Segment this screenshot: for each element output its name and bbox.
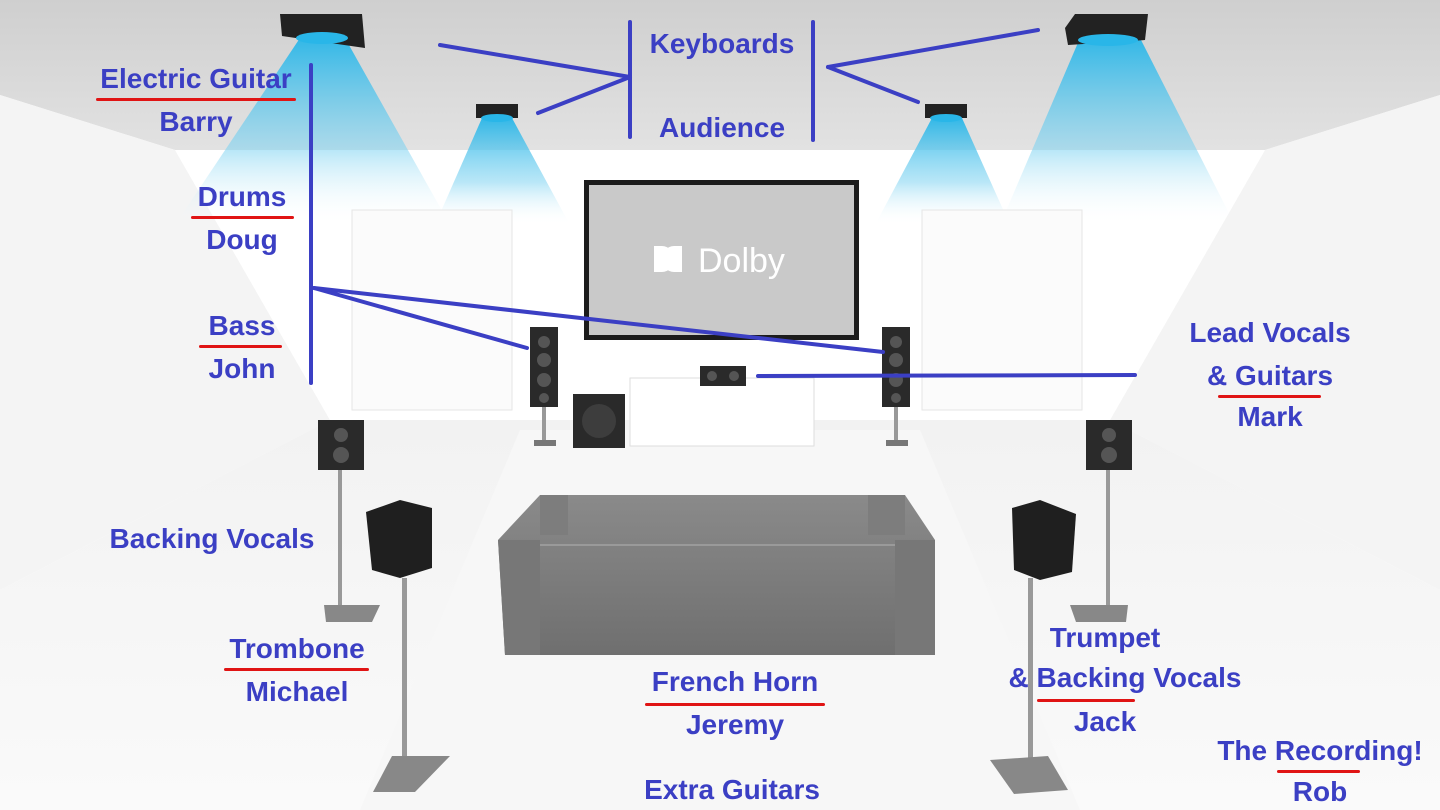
underline-bass <box>199 345 282 348</box>
label-drums: Drums <box>197 181 287 212</box>
underline-french-horn <box>645 703 825 706</box>
dolby-icon <box>654 246 682 272</box>
underline-drums <box>191 216 294 219</box>
ceiling-speaker-rear-right <box>875 104 1010 225</box>
label-doug: Doug <box>206 224 278 255</box>
label-jeremy: Jeremy <box>685 709 785 740</box>
center-speaker <box>700 366 746 386</box>
label-mark: Mark <box>1237 401 1303 432</box>
label-rob: Rob <box>1292 776 1348 807</box>
front-left-tower-speaker <box>530 327 558 446</box>
rear-right-speaker <box>990 500 1076 794</box>
label-michael: Michael <box>245 676 349 707</box>
connector-lines <box>309 20 1137 385</box>
label-trumpet: Trumpet <box>1049 622 1161 653</box>
label-backing-vocals: Backing Vocals <box>109 523 315 554</box>
label-bass: Bass <box>208 310 276 341</box>
underline-electric-guitar <box>96 98 296 101</box>
sofa <box>498 495 935 655</box>
label-and-backing-vocals: & Backing Vocals <box>1008 662 1242 693</box>
side-left-speaker <box>318 420 380 622</box>
tv-screen: Dolby <box>584 180 859 340</box>
subwoofer <box>573 394 625 448</box>
label-the-recording: The Recording! <box>1217 735 1423 766</box>
label-barry: Barry <box>159 106 233 137</box>
label-jack: Jack <box>1073 706 1137 737</box>
label-electric-guitar: Electric Guitar <box>100 63 292 94</box>
underline-guitars <box>1218 395 1321 398</box>
underline-recording <box>1277 770 1360 773</box>
front-right-tower-speaker <box>882 327 910 446</box>
media-console <box>629 377 815 447</box>
label-john: John <box>208 353 276 384</box>
ceiling-speaker-front-right <box>1000 14 1235 225</box>
side-right-speaker <box>1070 420 1132 622</box>
ceiling-speaker-rear-left <box>435 104 570 225</box>
underline-backing-vocals <box>1037 699 1135 702</box>
rear-left-speaker <box>366 500 450 792</box>
label-french-horn: French Horn <box>651 666 819 697</box>
label-lead-vocals: Lead Vocals <box>1189 317 1351 348</box>
label-audience: Audience <box>658 112 786 143</box>
label-extra-guitars: Extra Guitars <box>644 774 820 805</box>
label-trombone: Trombone <box>229 633 365 664</box>
right-wall <box>1110 95 1440 590</box>
dolby-logo-text: Dolby <box>698 242 785 280</box>
left-wall <box>0 95 330 590</box>
label-keyboards: Keyboards <box>649 28 795 59</box>
underline-trombone <box>224 668 369 671</box>
label-and-guitars: & Guitars <box>1206 360 1334 391</box>
